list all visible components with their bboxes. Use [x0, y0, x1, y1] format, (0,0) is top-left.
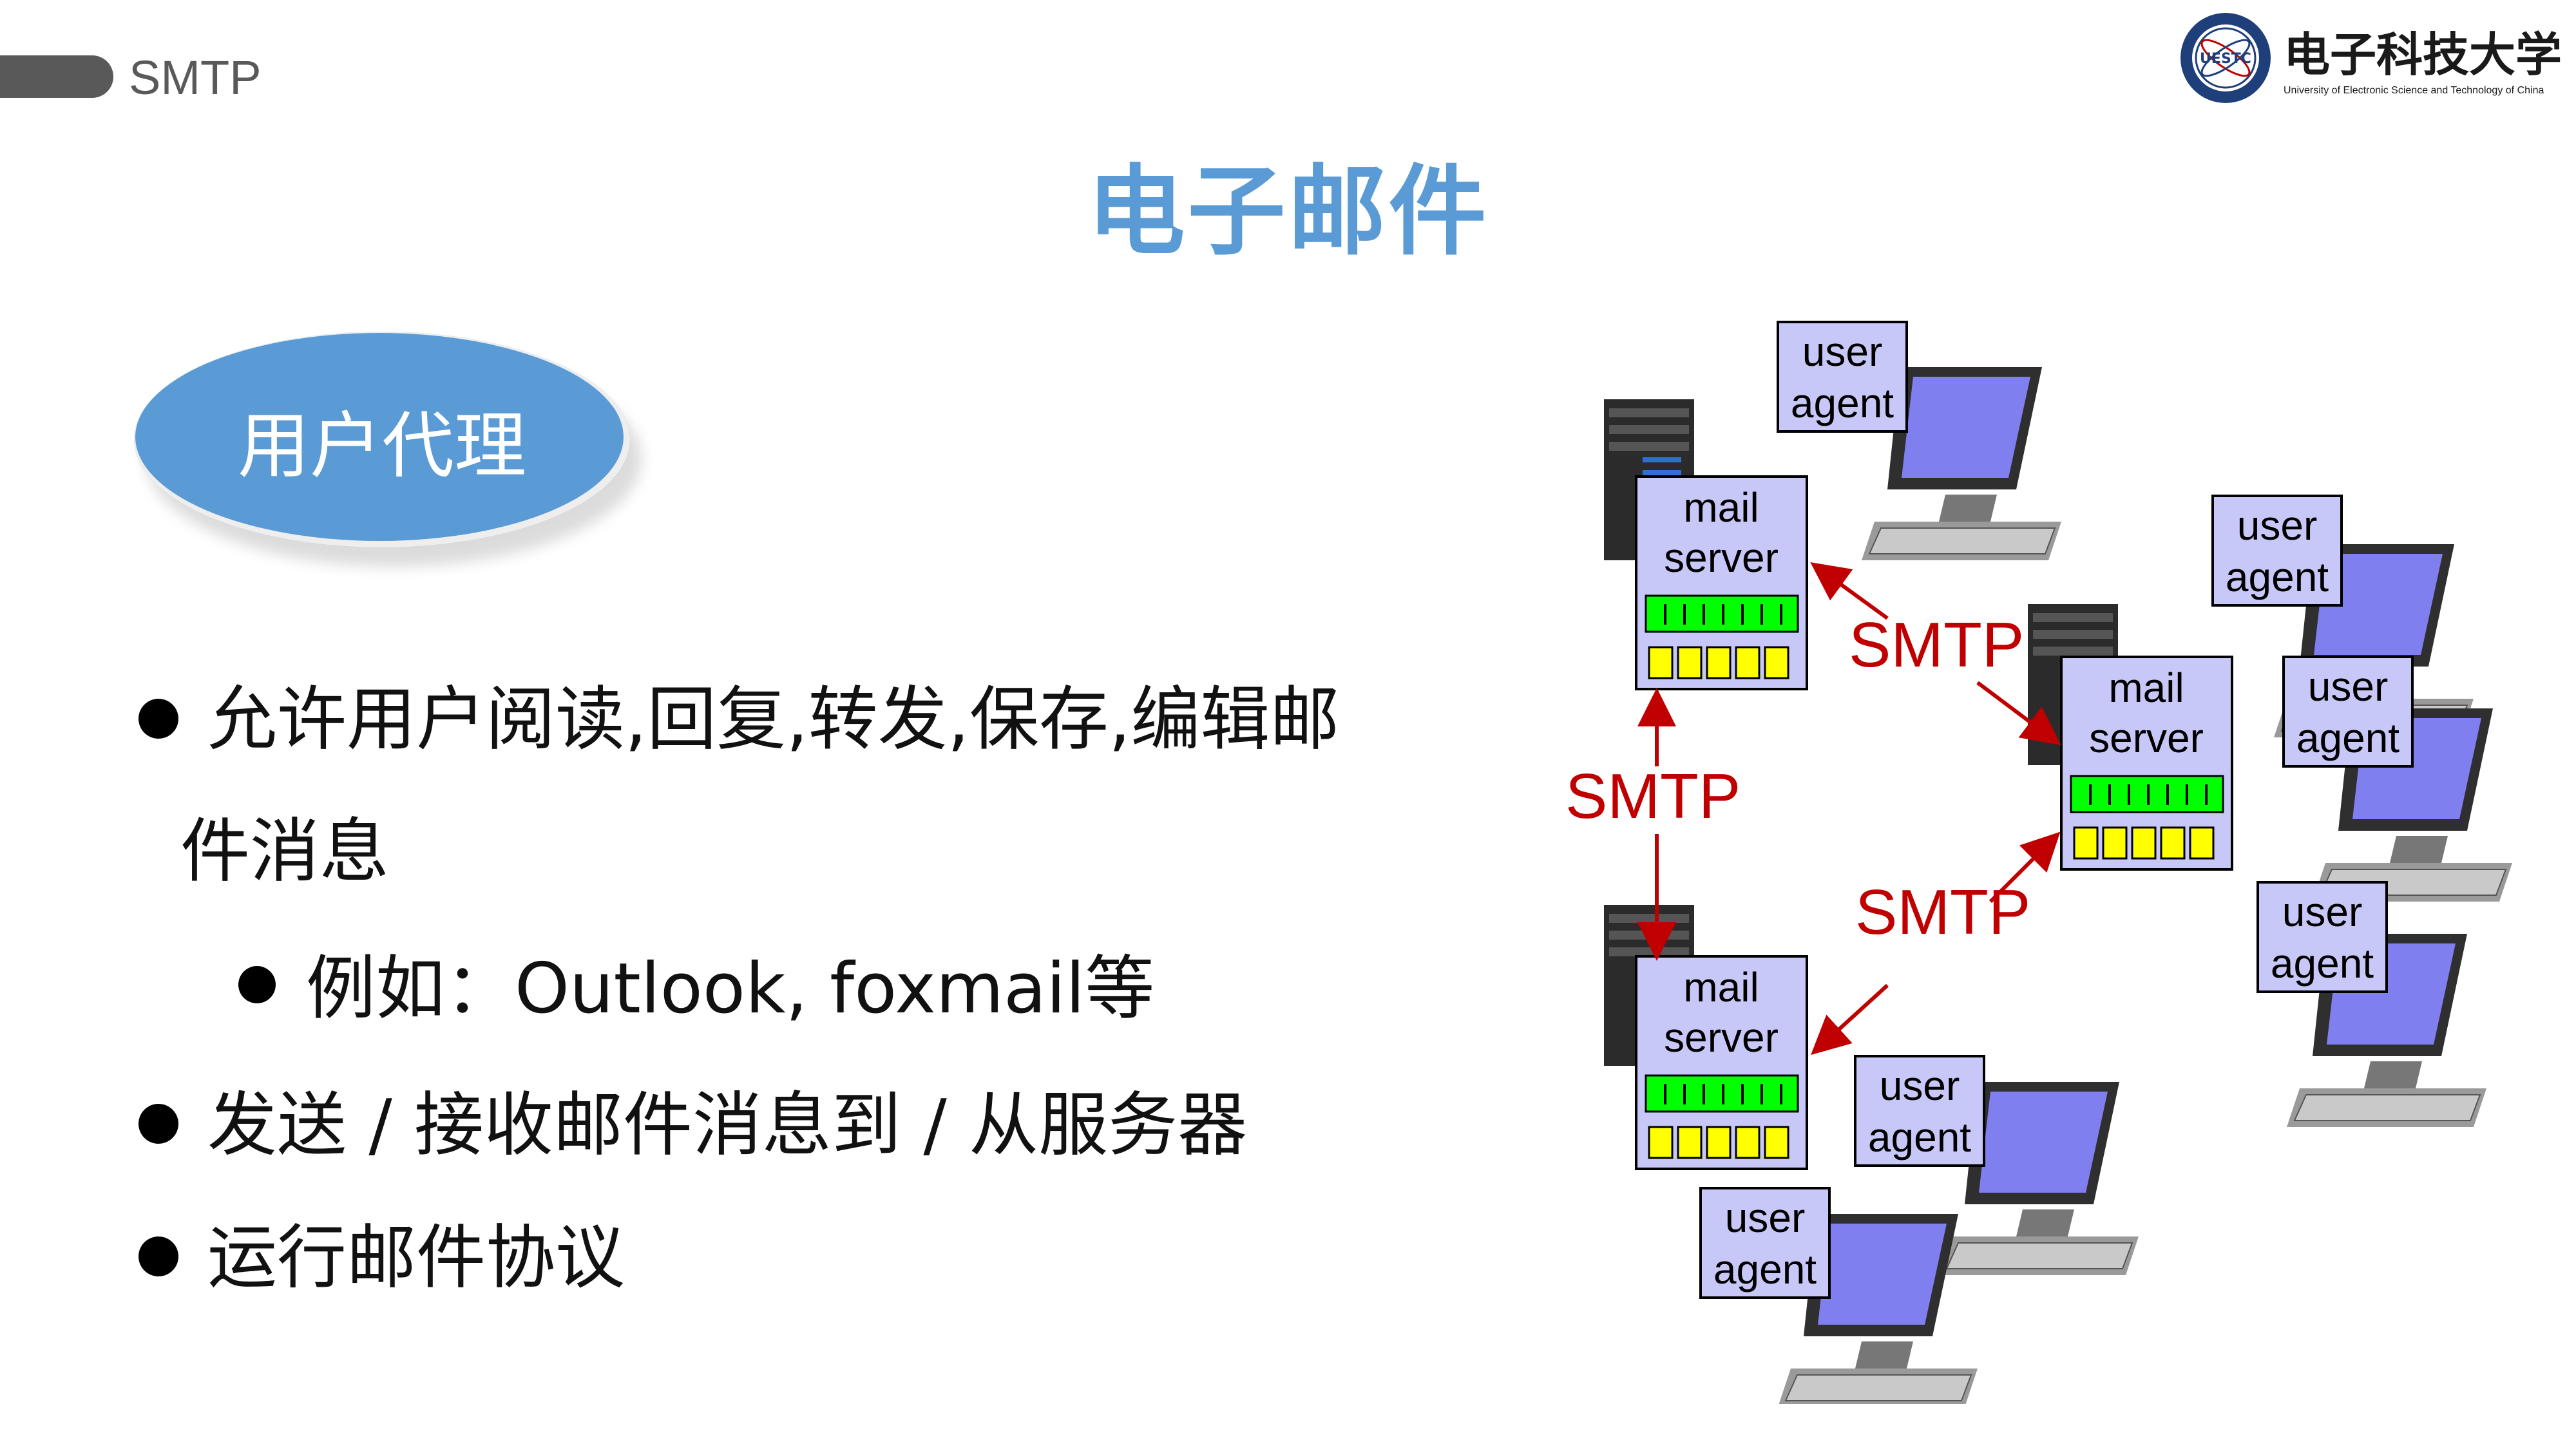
logo-subtitle: University of Electronic Science and Tec… — [2284, 85, 2544, 96]
svg-text:user: user — [1725, 1195, 1806, 1241]
bullet-dot — [138, 1104, 178, 1144]
server-3-label-line2: server — [1664, 1014, 1779, 1061]
svg-text:agent: agent — [2226, 554, 2329, 600]
svg-text:agent: agent — [1791, 380, 1894, 426]
server-1-label-line2: server — [1664, 535, 1779, 581]
server-2-queue-yellow — [2073, 826, 2215, 860]
user-agent-badge: 用户代理 — [134, 332, 630, 547]
server-3-queue-yellow — [1648, 1126, 1789, 1159]
smtp-arrows — [1637, 562, 2061, 1056]
logo-name: 电子科技大学 — [2284, 27, 2562, 82]
bullet-item-continuation: 件消息 — [180, 811, 390, 892]
server-1-queue-ticks — [1664, 604, 1782, 625]
server-2-label-line1: mail — [2108, 665, 2184, 711]
bullet-dot — [138, 699, 178, 739]
user-agent-4: user agent — [2256, 881, 2487, 1128]
server-1-label-line1: mail — [1683, 484, 1759, 531]
server-3-label-line1: mail — [1683, 964, 1759, 1010]
mail-server-1: mail server — [1604, 399, 1808, 690]
page-title: 电子邮件 — [1087, 155, 1489, 269]
svg-text:user: user — [2282, 889, 2363, 935]
smtp-label-top: SMTP — [1849, 609, 2024, 680]
user-agent-2: user agent — [2211, 495, 2474, 738]
smtp-label-bottom: SMTP — [1855, 876, 2030, 947]
svg-text:user: user — [2237, 502, 2318, 549]
badge-label: 用户代理 — [238, 404, 526, 488]
server-1-queue-yellow — [1648, 646, 1789, 679]
user-agent-5: user agent — [1854, 1055, 2139, 1276]
bullet-item: 发送 / 接收邮件消息到 / 从服务器 — [207, 1085, 1248, 1166]
header-accent-bar — [0, 55, 113, 98]
server-2-queue-ticks — [2089, 784, 2208, 805]
bullet-item-sub: 例如：Outlook, foxmail等 — [306, 949, 1155, 1029]
email-network-diagram: mail server mail server — [1565, 321, 2513, 1404]
user-agent-6: user agent — [1699, 1187, 1978, 1404]
svg-text:agent: agent — [1713, 1246, 1817, 1293]
smtp-label-left: SMTP — [1565, 761, 1741, 831]
user-agent-1: user agent — [1777, 321, 2062, 561]
logo-emblem-text: UESTC — [2200, 51, 2251, 67]
bullet-dot — [138, 1236, 178, 1276]
bullet-item: 运行邮件协议 — [207, 1218, 625, 1298]
section-label: SMTP — [129, 51, 262, 104]
user-agent-3: user agent — [2282, 656, 2513, 902]
mail-server-3: mail server — [1604, 905, 1808, 1170]
svg-text:agent: agent — [1868, 1114, 1971, 1160]
svg-text:user: user — [1802, 328, 1883, 375]
svg-text:agent: agent — [2271, 940, 2374, 987]
svg-text:user: user — [2308, 663, 2389, 710]
server-3-queue-ticks — [1664, 1084, 1782, 1104]
bullet-dot — [238, 966, 276, 1003]
mail-server-2: mail server — [2028, 604, 2233, 871]
svg-text:agent: agent — [2296, 715, 2399, 761]
svg-text:user: user — [1880, 1063, 1960, 1109]
bullet-item: 允许用户阅读,回复,转发,保存,编辑邮 — [207, 679, 1340, 760]
university-logo: UESTC 电子科技大学 University of Electronic Sc… — [2180, 13, 2562, 103]
server-2-label-line2: server — [2089, 715, 2204, 761]
